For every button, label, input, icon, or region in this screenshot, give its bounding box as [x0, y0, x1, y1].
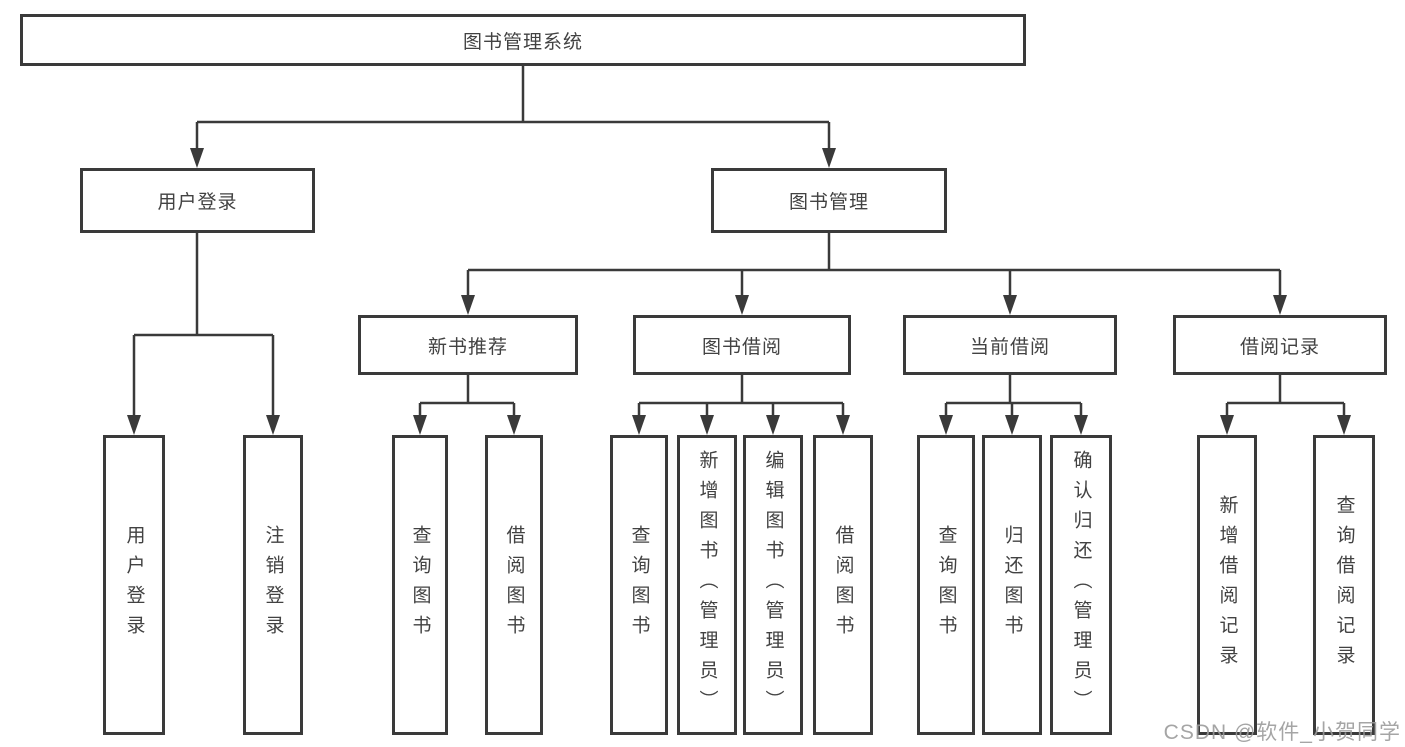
leaf-logout-label: 注销登录 — [262, 525, 284, 645]
node-new-book-recommend-label: 新书推荐 — [427, 336, 508, 358]
leaf-current-search-books-label: 查询图书 — [935, 525, 957, 645]
node-borrow-records: 借阅记录 — [1173, 315, 1387, 375]
node-book-management-label: 图书管理 — [788, 192, 869, 213]
leaf-logout: 注销登录 — [243, 435, 303, 735]
leaf-add-book-admin: 新增图书（管理员） — [677, 435, 737, 735]
node-current-borrowing: 当前借阅 — [903, 315, 1117, 375]
leaf-user-login: 用户登录 — [103, 435, 165, 735]
leaf-edit-book-admin: 编辑图书（管理员） — [743, 435, 803, 735]
node-book-management: 图书管理 — [711, 168, 947, 233]
leaf-add-book-admin-label: 新增图书（管理员） — [696, 450, 718, 720]
node-book-borrowing-label: 图书借阅 — [701, 336, 782, 358]
leaf-add-borrow-record-label: 新增借阅记录 — [1216, 495, 1238, 675]
leaf-confirm-return-admin-label: 确认归还（管理员） — [1070, 450, 1092, 720]
leaf-current-search-books: 查询图书 — [917, 435, 975, 735]
leaf-search-borrow-record-label: 查询借阅记录 — [1333, 495, 1355, 675]
leaf-search-borrow-record: 查询借阅记录 — [1313, 435, 1375, 735]
node-current-borrowing-label: 当前借阅 — [969, 336, 1050, 358]
node-user-login-label: 用户登录 — [157, 192, 238, 213]
node-user-login: 用户登录 — [80, 168, 315, 233]
leaf-recommend-search-books: 查询图书 — [392, 435, 448, 735]
leaf-borrowing-search-books-label: 查询图书 — [628, 525, 650, 645]
node-root-label: 图书管理系统 — [462, 31, 583, 53]
leaf-return-books: 归还图书 — [982, 435, 1042, 735]
leaf-return-books-label: 归还图书 — [1001, 525, 1023, 645]
node-book-borrowing: 图书借阅 — [633, 315, 851, 375]
leaf-recommend-borrow-books: 借阅图书 — [485, 435, 543, 735]
leaf-borrowing-search-books: 查询图书 — [610, 435, 668, 735]
leaf-add-borrow-record: 新增借阅记录 — [1197, 435, 1257, 735]
leaf-recommend-borrow-books-label: 借阅图书 — [503, 525, 525, 645]
leaf-recommend-search-books-label: 查询图书 — [409, 525, 431, 645]
leaf-borrowing-borrow-books: 借阅图书 — [813, 435, 873, 735]
watermark: CSDN @软件_小贺同学 — [1163, 721, 1401, 744]
node-new-book-recommend: 新书推荐 — [358, 315, 578, 375]
node-borrow-records-label: 借阅记录 — [1239, 336, 1320, 358]
leaf-edit-book-admin-label: 编辑图书（管理员） — [762, 450, 784, 720]
node-root: 图书管理系统 — [20, 14, 1026, 66]
leaf-user-login-label: 用户登录 — [123, 525, 145, 645]
leaf-borrowing-borrow-books-label: 借阅图书 — [832, 525, 854, 645]
leaf-confirm-return-admin: 确认归还（管理员） — [1050, 435, 1112, 735]
